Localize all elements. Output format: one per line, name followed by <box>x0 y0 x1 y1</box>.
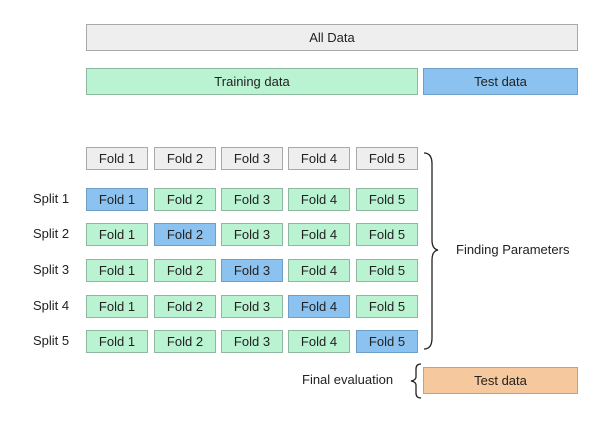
split-2-fold-3: Fold 3 <box>221 223 283 246</box>
finding-parameters-label: Finding Parameters <box>456 242 570 257</box>
header-fold-3: Fold 3 <box>221 147 283 170</box>
final-evaluation-brace <box>410 363 422 399</box>
split-5-fold-2: Fold 2 <box>154 330 216 353</box>
split-4-fold-1: Fold 1 <box>86 295 148 318</box>
training-data-bar: Training data <box>86 68 418 95</box>
split-2-fold-1: Fold 1 <box>86 223 148 246</box>
split-1-fold-3: Fold 3 <box>221 188 283 211</box>
split-4-fold-2: Fold 2 <box>154 295 216 318</box>
test-data-bar: Test data <box>423 68 578 95</box>
split-1-fold-1: Fold 1 <box>86 188 148 211</box>
split-5-fold-5: Fold 5 <box>356 330 418 353</box>
split-3-fold-1: Fold 1 <box>86 259 148 282</box>
header-fold-1: Fold 1 <box>86 147 148 170</box>
header-fold-2: Fold 2 <box>154 147 216 170</box>
header-fold-4: Fold 4 <box>288 147 350 170</box>
split-4-fold-4: Fold 4 <box>288 295 350 318</box>
split-3-fold-3: Fold 3 <box>221 259 283 282</box>
header-fold-5: Fold 5 <box>356 147 418 170</box>
split-4-fold-3: Fold 3 <box>221 295 283 318</box>
split-1-fold-2: Fold 2 <box>154 188 216 211</box>
split-3-fold-2: Fold 2 <box>154 259 216 282</box>
final-test-data-box: Test data <box>423 367 578 394</box>
split-3-fold-4: Fold 4 <box>288 259 350 282</box>
split-2-fold-2: Fold 2 <box>154 223 216 246</box>
split-1-fold-5: Fold 5 <box>356 188 418 211</box>
finding-parameters-brace <box>423 152 439 350</box>
split-5-fold-4: Fold 4 <box>288 330 350 353</box>
split-5-fold-1: Fold 1 <box>86 330 148 353</box>
final-evaluation-label: Final evaluation <box>302 372 394 387</box>
split-1-fold-4: Fold 4 <box>288 188 350 211</box>
split-4-fold-5: Fold 5 <box>356 295 418 318</box>
split-label-1: Split 1 <box>33 191 70 206</box>
split-2-fold-4: Fold 4 <box>288 223 350 246</box>
split-2-fold-5: Fold 5 <box>356 223 418 246</box>
split-3-fold-5: Fold 5 <box>356 259 418 282</box>
split-label-3: Split 3 <box>33 262 70 277</box>
split-label-2: Split 2 <box>33 226 70 241</box>
split-label-4: Split 4 <box>33 298 70 313</box>
all-data-bar: All Data <box>86 24 578 51</box>
split-label-5: Split 5 <box>33 333 70 348</box>
split-5-fold-3: Fold 3 <box>221 330 283 353</box>
